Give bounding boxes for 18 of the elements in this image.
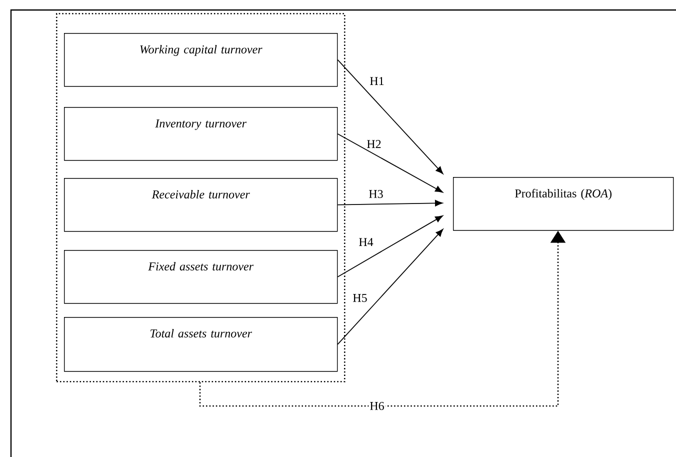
variable-box: Receivable turnover <box>64 178 338 232</box>
arrow <box>337 133 443 193</box>
variable-box: Working capital turnover <box>64 33 338 87</box>
edge-label: H1 <box>368 76 386 86</box>
arrow <box>337 228 444 345</box>
edge-label: H2 <box>366 139 382 149</box>
edge-label: H3 <box>368 188 384 200</box>
edge-label: H6 <box>368 400 386 412</box>
arrow <box>337 200 443 206</box>
edge-label: H5 <box>352 293 368 303</box>
group-box <box>56 13 346 382</box>
variable-box: Inventory turnover <box>64 107 338 161</box>
variable-box: Profitabilitas (ROA) <box>453 177 674 231</box>
variable-box: Total assets turnover <box>64 317 338 372</box>
variable-box: Fixed assets turnover <box>64 250 338 304</box>
arrow <box>337 59 444 174</box>
edge-label: H4 <box>358 237 374 247</box>
arrow <box>337 215 443 278</box>
